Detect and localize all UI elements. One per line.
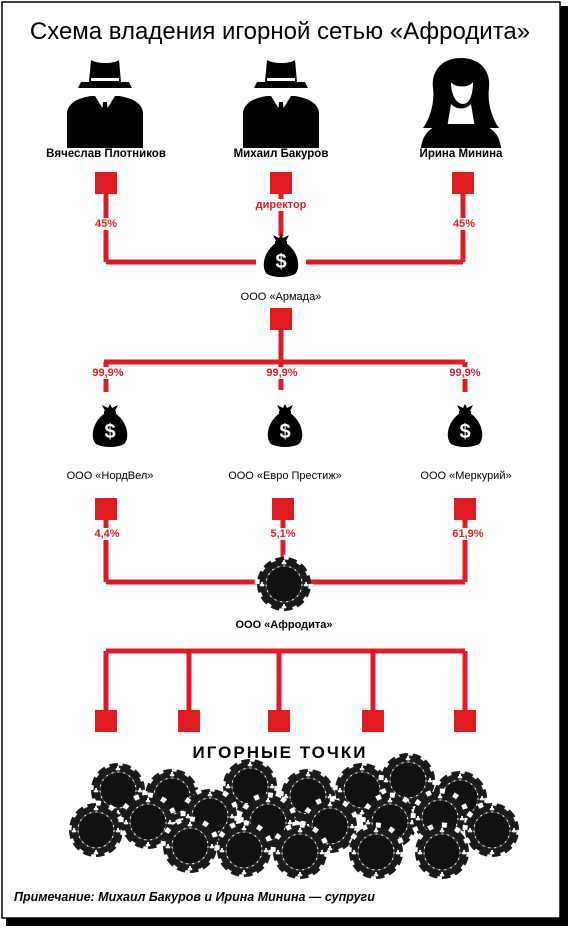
gaming-points-label: ИГОРНЫЕ ТОЧКИ xyxy=(192,743,368,762)
network-name: ООО «Афродита» xyxy=(235,619,333,631)
footnote: Примечание: Михаил Бакуров и Ирина Минин… xyxy=(14,890,375,904)
share-out-evro-prestizh: 5,1% xyxy=(270,528,296,540)
subsidiary-name-nordvel: ООО «НордВел» xyxy=(66,470,154,482)
subsidiary-name-evro-prestizh: ООО «Евро Престиж» xyxy=(228,470,342,482)
owner-name-minina: Ирина Минина xyxy=(419,148,503,160)
role-bakurov: директор xyxy=(255,199,307,211)
share-out-nordvel: 4,4% xyxy=(94,528,120,540)
owner-name-bakurov: Михаил Бакуров xyxy=(233,148,329,160)
share-plotnikov: 45% xyxy=(94,218,118,230)
share-in-nordvel: 99,9% xyxy=(92,367,124,379)
owner-name-plotnikov: Вячеслав Плотников xyxy=(46,148,166,160)
share-in-merkuriy: 99,9% xyxy=(449,367,481,379)
share-in-evro-prestizh: 99,9% xyxy=(266,367,298,379)
share-out-merkuriy: 61,9% xyxy=(452,528,484,540)
page-title: Схема владения игорной сетью «Афродита» xyxy=(29,18,531,45)
subsidiary-name-merkuriy: ООО «Меркурий» xyxy=(420,470,512,482)
network-lines xyxy=(95,648,476,732)
casino-chip-icon xyxy=(257,557,311,611)
share-minina: 45% xyxy=(452,218,476,230)
holding-name: ООО «Армада» xyxy=(240,291,322,303)
